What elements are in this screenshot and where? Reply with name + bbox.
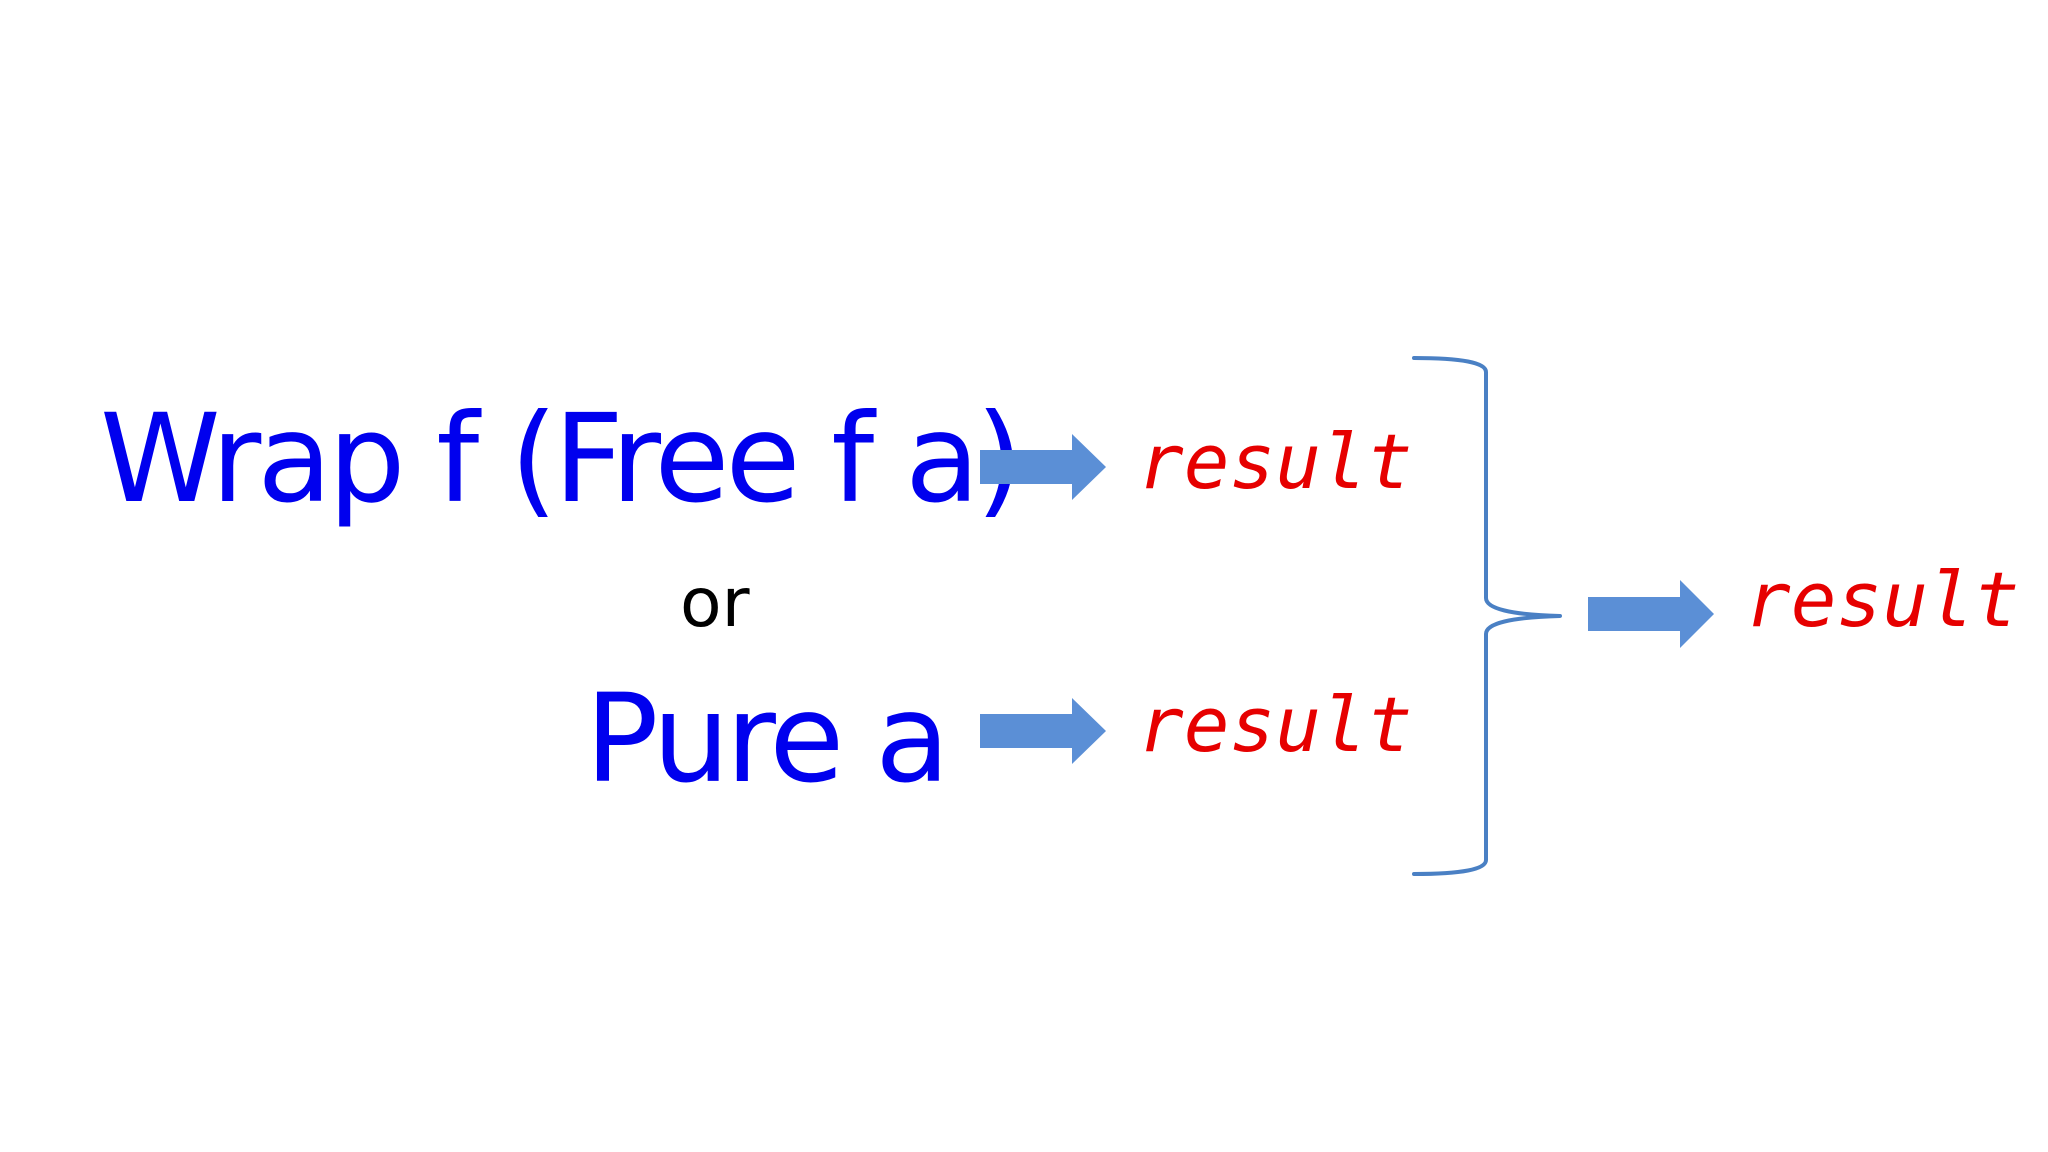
wrap-term: Wrap f (Free f a) [100, 388, 1023, 530]
result-top: result [1138, 417, 1413, 506]
arrow-bottom-icon [980, 698, 1106, 764]
arrow-final-icon [1588, 580, 1714, 648]
arrow-top-icon [980, 434, 1106, 500]
result-final: result [1745, 555, 2020, 644]
pure-term: Pure a [585, 668, 950, 810]
or-connector: or [680, 564, 750, 643]
right-brace-icon [1412, 356, 1562, 876]
result-bottom: result [1138, 680, 1413, 769]
